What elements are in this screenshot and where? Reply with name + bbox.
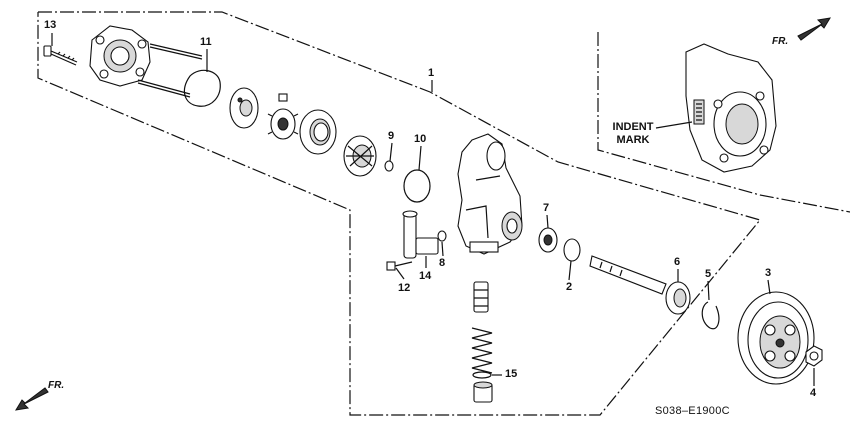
callout-15: 15 bbox=[505, 368, 518, 380]
callout-5: 5 bbox=[705, 268, 712, 280]
dowel-pin-upper bbox=[149, 43, 203, 57]
inset-boundary bbox=[597, 32, 850, 213]
pump-shaft bbox=[589, 255, 667, 295]
callout-12: 12 bbox=[398, 282, 411, 294]
callout-9: 9 bbox=[388, 130, 395, 142]
o-ring-15 bbox=[472, 371, 492, 379]
dowel-pin-lower bbox=[137, 79, 191, 95]
bolt-13 bbox=[43, 45, 78, 66]
callout-3: 3 bbox=[765, 267, 772, 279]
assembly-boundary bbox=[37, 11, 762, 416]
leader-lines bbox=[51, 33, 815, 386]
cam-ring bbox=[299, 109, 337, 155]
fr-arrow-upper bbox=[797, 17, 831, 41]
pulley-3 bbox=[737, 291, 815, 385]
o-ring-11 bbox=[183, 69, 221, 107]
callout-6: 6 bbox=[674, 256, 681, 268]
fr-arrow-lower bbox=[15, 387, 49, 411]
seal-7 bbox=[538, 227, 558, 253]
fr-label-upper: FR. bbox=[772, 36, 789, 47]
snap-ring-5 bbox=[701, 301, 720, 330]
dowel-pin-lower2 bbox=[137, 82, 191, 98]
valve-spring bbox=[471, 327, 493, 374]
ring-2 bbox=[563, 238, 581, 262]
nut-4 bbox=[805, 345, 823, 367]
rotor bbox=[267, 93, 299, 140]
indent-mark-note: INDENT MARK bbox=[608, 121, 658, 147]
valve-cap bbox=[473, 381, 493, 403]
outlet-fitting-14 bbox=[402, 210, 439, 259]
callout-11: 11 bbox=[200, 36, 212, 48]
callout-7: 7 bbox=[543, 202, 550, 214]
callout-14: 14 bbox=[419, 270, 432, 282]
fr-label-lower: FR. bbox=[48, 380, 65, 391]
callout-1: 1 bbox=[428, 67, 435, 79]
dowel-pin-upper2 bbox=[149, 46, 203, 60]
indent-mark-line2: MARK bbox=[616, 134, 650, 146]
side-plate bbox=[229, 87, 259, 129]
bolt-12 bbox=[386, 261, 413, 271]
callout-13: 13 bbox=[44, 19, 57, 31]
inset-pump bbox=[685, 43, 777, 173]
diagram-code: S038–E1900C bbox=[655, 405, 730, 417]
callout-8: 8 bbox=[439, 257, 446, 269]
pump-cover bbox=[89, 25, 151, 87]
o-ring-9 bbox=[384, 160, 394, 172]
vane-assembly bbox=[343, 135, 377, 177]
o-ring-8 bbox=[437, 230, 447, 242]
callout-4: 4 bbox=[810, 387, 817, 399]
callout-2: 2 bbox=[566, 281, 573, 293]
callout-10: 10 bbox=[414, 133, 427, 145]
indent-mark-line1: INDENT bbox=[612, 121, 654, 133]
pump-housing bbox=[457, 133, 523, 255]
flow-control-valve bbox=[473, 281, 489, 313]
o-ring-10 bbox=[403, 169, 431, 203]
bearing-6 bbox=[665, 281, 691, 315]
